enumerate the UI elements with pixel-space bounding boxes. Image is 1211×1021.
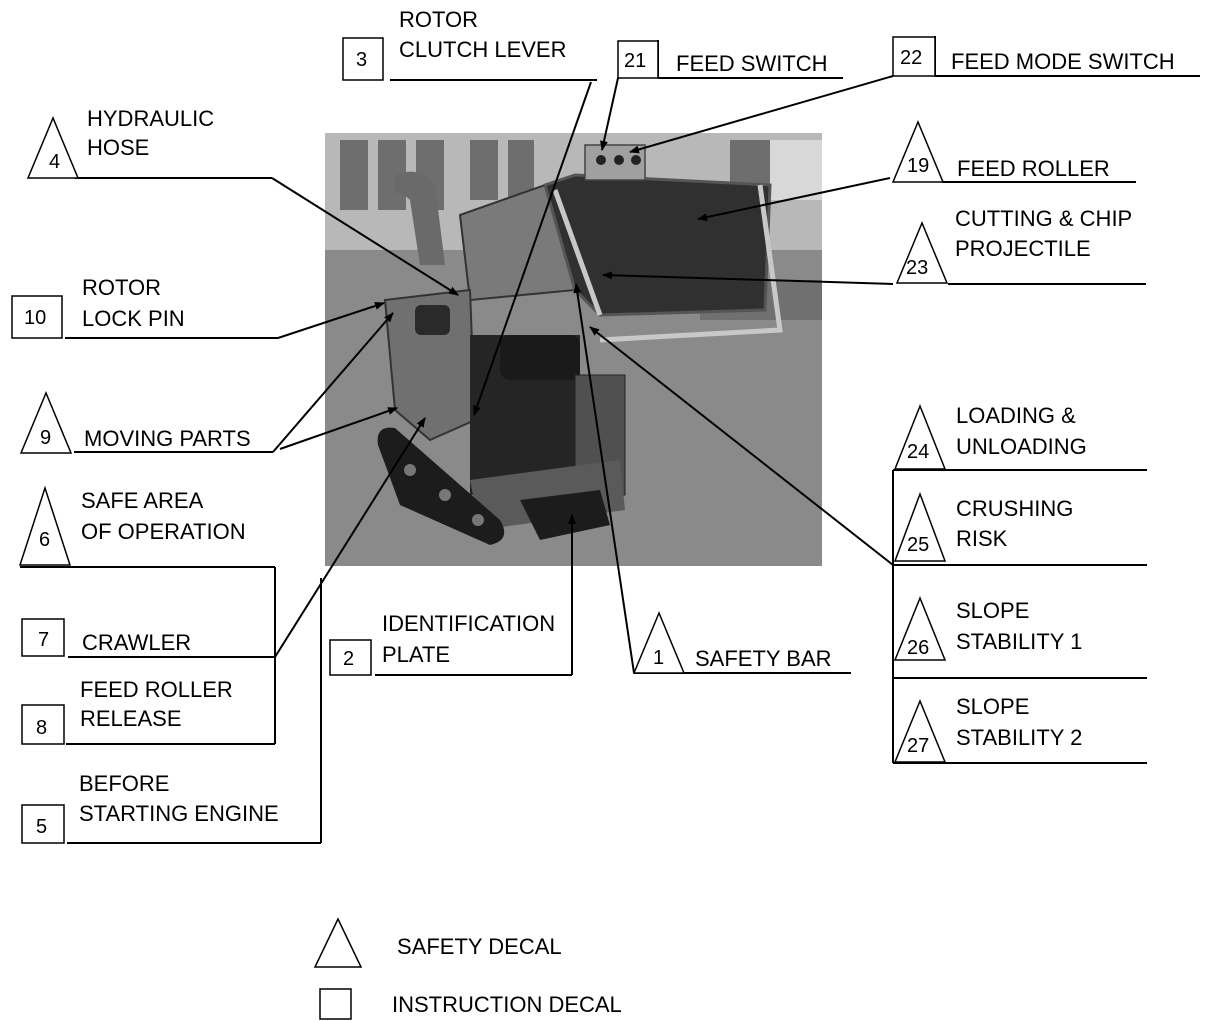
decal-label: CRAWLER — [82, 630, 191, 655]
decal-label: FEED ROLLER — [957, 156, 1110, 181]
decal-label: CUTTING & CHIP — [955, 206, 1132, 231]
decal-2: 2 IDENTIFICATION PLATE — [330, 611, 555, 675]
decal-label: PLATE — [382, 642, 450, 667]
decal-label: ROTOR — [399, 7, 478, 32]
decal-label: SLOPE — [956, 694, 1029, 719]
decal-number: 24 — [907, 441, 929, 463]
decal-3: 3 ROTOR CLUTCH LEVER — [343, 7, 566, 80]
decal-label: PROJECTILE — [955, 236, 1091, 261]
safety-decal-triangle — [20, 488, 70, 565]
decal-label: CLUTCH LEVER — [399, 37, 566, 62]
decal-4: 4 HYDRAULIC HOSE — [28, 106, 214, 178]
decal-number: 8 — [36, 717, 47, 739]
decal-label: SAFETY BAR — [695, 646, 832, 671]
machine-photo — [325, 133, 822, 566]
decal-24: 24 LOADING & UNLOADING — [895, 403, 1087, 469]
decal-label: LOADING & — [956, 403, 1076, 428]
decal-number: 25 — [907, 534, 929, 556]
decal-number: 5 — [36, 816, 47, 838]
decal-number: 4 — [49, 151, 60, 173]
decal-label: STARTING ENGINE — [79, 801, 279, 826]
decal-26: 26 SLOPE STABILITY 1 — [895, 598, 1082, 660]
decal-19: 19 FEED ROLLER — [893, 122, 1110, 182]
decal-7: 7 CRAWLER — [22, 619, 191, 656]
legend-instruction-label: INSTRUCTION DECAL — [392, 992, 622, 1017]
decal-label: STABILITY 2 — [956, 725, 1082, 750]
decal-number: 22 — [900, 47, 922, 69]
decal-label: RELEASE — [80, 706, 182, 731]
decal-label: BEFORE — [79, 771, 169, 796]
decal-number: 6 — [39, 529, 50, 551]
decal-25: 25 CRUSHING RISK — [895, 494, 1073, 561]
decal-21: 21 FEED SWITCH — [618, 41, 828, 78]
decal-9: 9 MOVING PARTS — [21, 393, 251, 453]
decal-number: 2 — [343, 648, 354, 670]
decal-number: 9 — [40, 427, 51, 449]
legend-instruction-box — [320, 989, 351, 1019]
decal-23: 23 CUTTING & CHIP PROJECTILE — [897, 206, 1132, 283]
decal-6: 6 SAFE AREA OF OPERATION — [20, 488, 246, 565]
decal-label: UNLOADING — [956, 434, 1087, 459]
decal-label: RISK — [956, 526, 1008, 551]
decal-number: 23 — [906, 257, 928, 279]
decal-number: 1 — [653, 647, 664, 669]
decal-label: STABILITY 1 — [956, 629, 1082, 654]
decal-number: 3 — [356, 49, 367, 71]
decal-label: SLOPE — [956, 598, 1029, 623]
legend-safety-triangle — [315, 919, 361, 967]
decal-number: 21 — [624, 50, 646, 72]
decal-27: 27 SLOPE STABILITY 2 — [895, 694, 1082, 762]
decal-label: HOSE — [87, 135, 149, 160]
legend: SAFETY DECAL INSTRUCTION DECAL — [315, 919, 622, 1019]
decal-label: SAFE AREA — [81, 488, 204, 513]
decal-label: FEED SWITCH — [676, 51, 828, 76]
decal-8: 8 FEED ROLLER RELEASE — [22, 677, 233, 744]
decal-number: 7 — [38, 629, 49, 651]
decal-label: CRUSHING — [956, 496, 1073, 521]
decal-number: 19 — [907, 155, 929, 177]
decal-22: 22 FEED MODE SWITCH — [893, 37, 1175, 76]
decal-number: 10 — [24, 307, 46, 329]
legend-safety-label: SAFETY DECAL — [397, 934, 562, 959]
decal-label: FEED MODE SWITCH — [951, 49, 1175, 74]
decal-number: 27 — [907, 735, 929, 757]
decal-label: HYDRAULIC — [87, 106, 214, 131]
decal-10: 10 ROTOR LOCK PIN — [12, 275, 185, 338]
decal-number: 26 — [907, 637, 929, 659]
decal-label: LOCK PIN — [82, 306, 185, 331]
decal-label: MOVING PARTS — [84, 426, 251, 451]
decal-label: ROTOR — [82, 275, 161, 300]
decal-label: OF OPERATION — [81, 519, 246, 544]
decal-1: 1 SAFETY BAR — [634, 613, 832, 673]
decal-5: 5 BEFORE STARTING ENGINE — [22, 771, 279, 843]
decal-label: IDENTIFICATION — [382, 611, 555, 636]
decal-label: FEED ROLLER — [80, 677, 233, 702]
